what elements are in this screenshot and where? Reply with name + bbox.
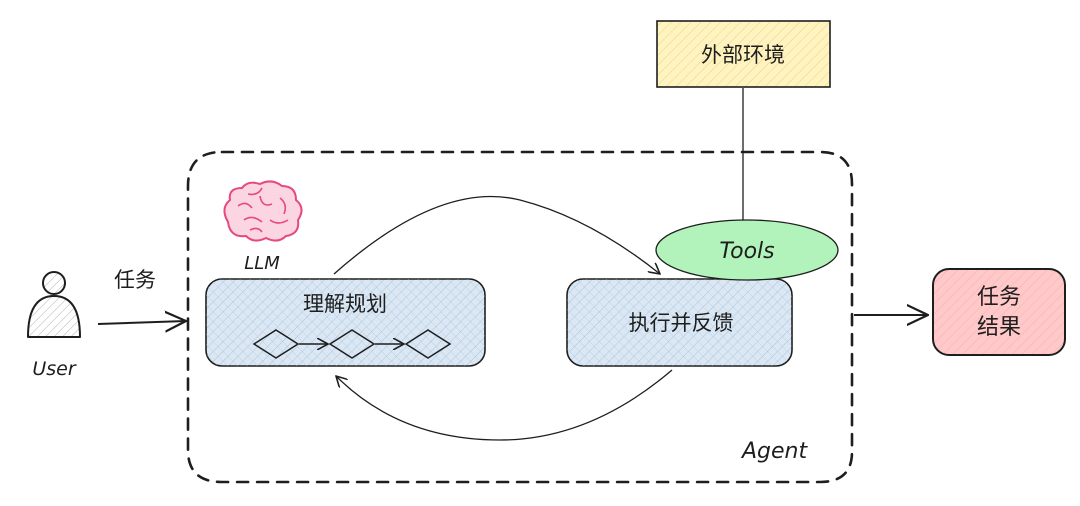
user-icon: [27, 271, 81, 338]
exec-box-crosshatch: [567, 279, 792, 366]
task-label: 任务: [114, 268, 156, 292]
result-box: [932, 268, 1066, 356]
diamond-icon: [252, 329, 300, 359]
plan-steps: [252, 329, 452, 359]
user-to-agent-arrow: [97, 321, 186, 324]
tools-ellipse: [655, 219, 839, 281]
result-label-line1: 任务: [977, 285, 1021, 310]
plan-box-crosshatch: [206, 279, 485, 366]
plan-label: 理解规划: [303, 292, 387, 316]
user-label: User: [32, 358, 76, 380]
exec-label: 执行并反馈: [629, 311, 734, 335]
brain-icon: [223, 180, 303, 242]
exec-to-plan-arrow: [336, 369, 673, 441]
agent-container: [186, 150, 854, 484]
llm-label: LLM: [244, 253, 280, 274]
environment-label: 外部环境: [701, 43, 785, 67]
environment-box: [656, 20, 831, 88]
diamond-icon: [328, 329, 376, 359]
agent-label: Agent: [740, 439, 808, 464]
tools-label: Tools: [719, 239, 774, 264]
result-label-line2: 结果: [977, 315, 1021, 340]
diamond-icon: [404, 329, 452, 359]
plan-to-exec-arrow: [333, 195, 660, 274]
